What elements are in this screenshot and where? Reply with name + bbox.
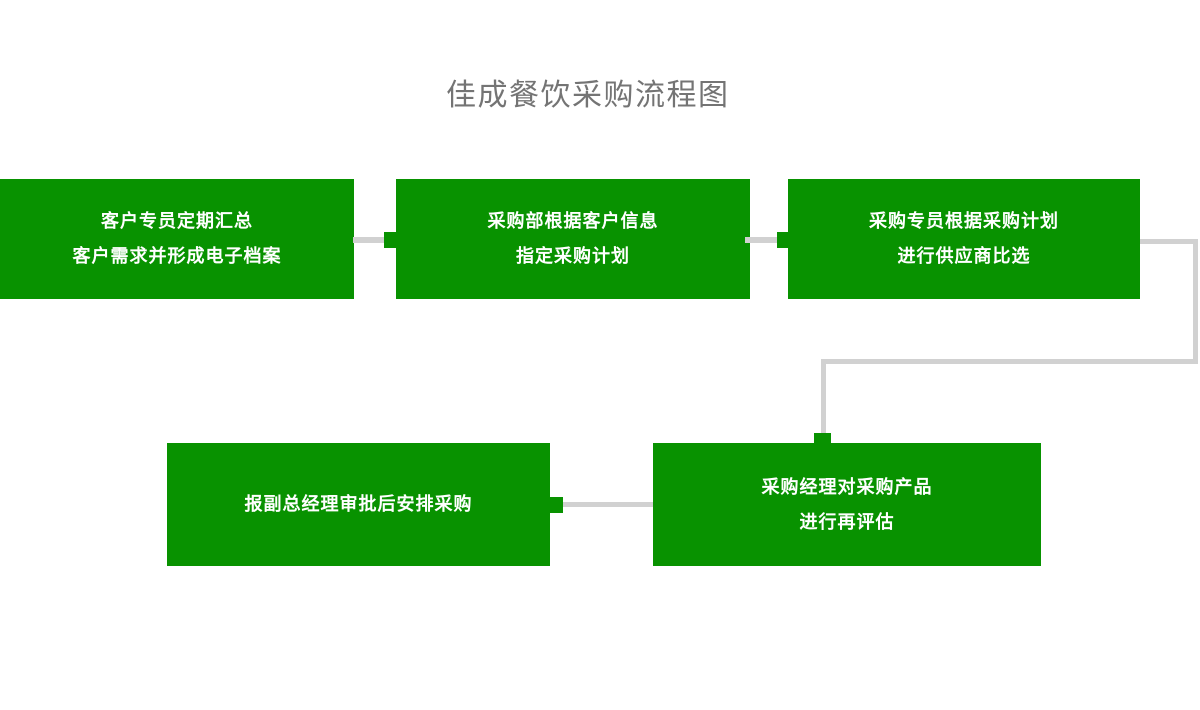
node-label-line: 客户专员定期汇总 (101, 211, 253, 231)
connector-arrowhead-square-node4 (814, 433, 831, 443)
flow-node-summarize-customer-needs: 客户专员定期汇总 客户需求并形成电子档案 (0, 179, 354, 299)
connector-line-2-to-3 (745, 237, 779, 243)
connector-line-3-to-4-segment-down-right (1193, 239, 1198, 364)
connector-line-3-to-4-segment-down (821, 359, 826, 443)
flow-node-compare-suppliers: 采购专员根据采购计划 进行供应商比选 (788, 179, 1140, 299)
node-label-line: 报副总经理审批后安排采购 (244, 494, 473, 514)
node-label-line: 指定采购计划 (516, 246, 630, 266)
node-label-line: 进行供应商比选 (897, 246, 1031, 266)
connector-line-3-to-4-segment-right (1140, 239, 1198, 244)
node-label-line: 采购经理对采购产品 (761, 476, 933, 497)
page-title: 佳成餐饮采购流程图 (446, 79, 730, 112)
connector-arrowhead-square-node2 (384, 232, 396, 248)
connector-line-1-to-2 (353, 237, 386, 243)
connector-arrowhead-square-node5 (550, 497, 563, 513)
node-label-line: 采购专员根据采购计划 (869, 211, 1059, 231)
flow-node-reevaluate-products: 采购经理对采购产品 进行再评估 (653, 443, 1041, 566)
flow-node-approve-and-arrange: 报副总经理审批后安排采购 (167, 443, 550, 566)
node-label-line: 进行再评估 (799, 511, 895, 532)
connector-arrowhead-square-node3 (777, 232, 789, 248)
connector-line-4-to-5 (561, 502, 653, 507)
flow-node-make-procurement-plan: 采购部根据客户信息 指定采购计划 (396, 179, 750, 299)
connector-line-3-to-4-segment-across (821, 359, 1198, 364)
node-label-line: 采购部根据客户信息 (487, 211, 659, 231)
node-label-line: 客户需求并形成电子档案 (72, 246, 282, 266)
